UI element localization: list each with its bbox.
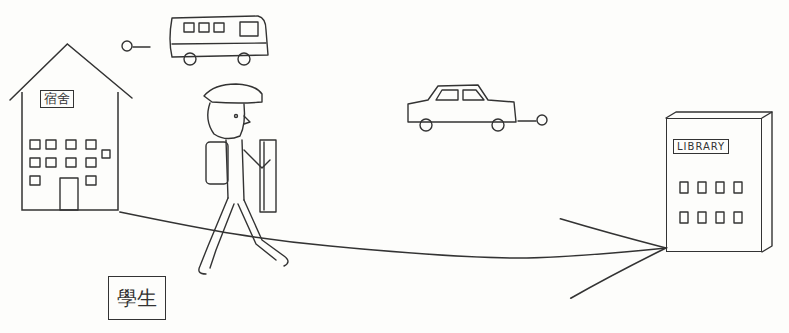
- building-side: [762, 112, 772, 252]
- walls: [22, 92, 118, 210]
- window: [46, 158, 56, 167]
- window: [698, 182, 706, 193]
- window: [734, 182, 742, 193]
- car-drawing: [408, 85, 547, 131]
- window: [698, 212, 706, 223]
- window: [30, 176, 40, 185]
- leg: [199, 198, 228, 274]
- cap: [204, 84, 262, 103]
- flow-arrow: [120, 212, 666, 258]
- exhaust-puff: [537, 115, 547, 125]
- car-wheel: [420, 119, 432, 131]
- bus-wheel: [184, 53, 196, 65]
- leg: [238, 204, 276, 260]
- bus-wheel: [238, 53, 250, 65]
- dormitory-building: 宿舍: [10, 40, 132, 212]
- car-window: [463, 90, 484, 100]
- nose: [244, 116, 250, 124]
- bus-window: [199, 23, 209, 32]
- library-details: [666, 112, 772, 252]
- window: [30, 158, 40, 167]
- exhaust-puff: [122, 41, 132, 51]
- eye: [235, 115, 238, 118]
- sign-text: 學生: [109, 277, 165, 319]
- house-outline: [10, 40, 132, 212]
- window: [102, 150, 110, 158]
- library-building: LIBRARY: [666, 118, 762, 252]
- window: [680, 182, 688, 193]
- car-body: [408, 85, 516, 122]
- bus-windshield: [240, 22, 258, 36]
- window: [86, 176, 96, 185]
- bus-stripe: [172, 43, 266, 44]
- bus-window: [184, 23, 194, 32]
- building-sign: LIBRARY: [673, 139, 729, 154]
- window: [30, 140, 40, 149]
- window: [716, 212, 724, 223]
- leg: [210, 204, 234, 268]
- book-edge: [263, 142, 264, 210]
- car-wheel: [492, 119, 504, 131]
- exhaust-line: [518, 120, 536, 121]
- torso: [242, 140, 244, 200]
- bus-body: [170, 16, 268, 57]
- window: [680, 212, 688, 223]
- name-sign: 學生: [108, 276, 166, 320]
- window: [46, 140, 56, 149]
- window: [66, 158, 76, 167]
- arm: [244, 150, 270, 168]
- student-drawing: [199, 84, 288, 274]
- building-sign: 宿舍: [40, 90, 74, 108]
- head: [208, 103, 245, 139]
- bus-drawing: [122, 16, 268, 65]
- house-details: [30, 140, 110, 210]
- bus-window: [214, 23, 224, 32]
- backpack: [206, 142, 228, 184]
- door: [60, 178, 78, 210]
- window: [734, 212, 742, 223]
- exhaust-line: [133, 46, 150, 47]
- car-window: [436, 90, 458, 100]
- window: [86, 140, 96, 149]
- window: [66, 140, 76, 149]
- books: [260, 140, 276, 212]
- window: [716, 182, 724, 193]
- window: [86, 158, 96, 167]
